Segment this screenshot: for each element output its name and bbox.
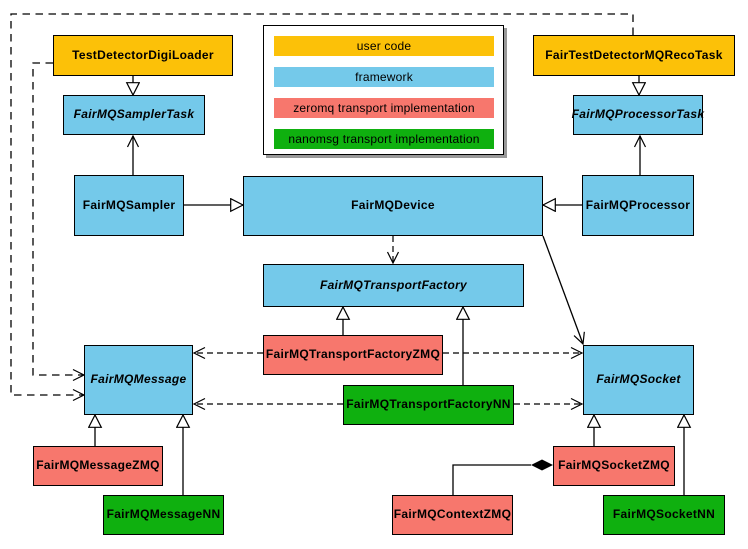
legend-item-framework: framework <box>274 67 494 87</box>
class-box-fairmqprocessortask: FairMQProcessorTask <box>572 95 704 135</box>
edge-contextzmq-to-socketzmq <box>452 464 531 495</box>
legend-item-zeromq: zeromq transport implementation <box>274 98 494 118</box>
class-box-fairmqsamplertask: FairMQSamplerTask <box>63 95 205 135</box>
class-box-fairmqsocket: FairMQSocket <box>583 345 694 415</box>
class-box-fairmqtransportfactoryzmq: FairMQTransportFactoryZMQ <box>263 335 443 375</box>
legend-item-user-code: user code <box>274 36 494 56</box>
class-box-fairmqsocketzmq: FairMQSocketZMQ <box>553 446 675 486</box>
class-box-fairmqmessagenn: FairMQMessageNN <box>103 495 224 535</box>
class-box-fairmqtransportfactorynn: FairMQTransportFactoryNN <box>343 385 514 425</box>
composition-diamond <box>531 459 553 471</box>
class-box-fairmqprocessor: FairMQProcessor <box>582 175 694 236</box>
edge-device-to-socket <box>542 235 585 346</box>
class-box-fairmqdevice: FairMQDevice <box>243 176 543 236</box>
legend-item-nanomsg: nanomsg transport implementation <box>274 129 494 149</box>
legend-box: user code framework zeromq transport imp… <box>263 25 504 155</box>
class-box-testdetectordigiloader: TestDetectorDigiLoader <box>53 35 233 76</box>
class-box-fairmqmessagezmq: FairMQMessageZMQ <box>33 446 163 486</box>
class-box-fairmqsocketnn: FairMQSocketNN <box>603 495 725 535</box>
class-box-fairmqsampler: FairMQSampler <box>74 175 184 236</box>
class-box-fairmqcontextzmq: FairMQContextZMQ <box>392 495 513 535</box>
class-box-fairtestdetectormqrecotask: FairTestDetectorMQRecoTask <box>533 35 735 76</box>
class-box-fairmqtransportfactory: FairMQTransportFactory <box>263 264 524 307</box>
class-box-fairmqmessage: FairMQMessage <box>84 345 193 415</box>
